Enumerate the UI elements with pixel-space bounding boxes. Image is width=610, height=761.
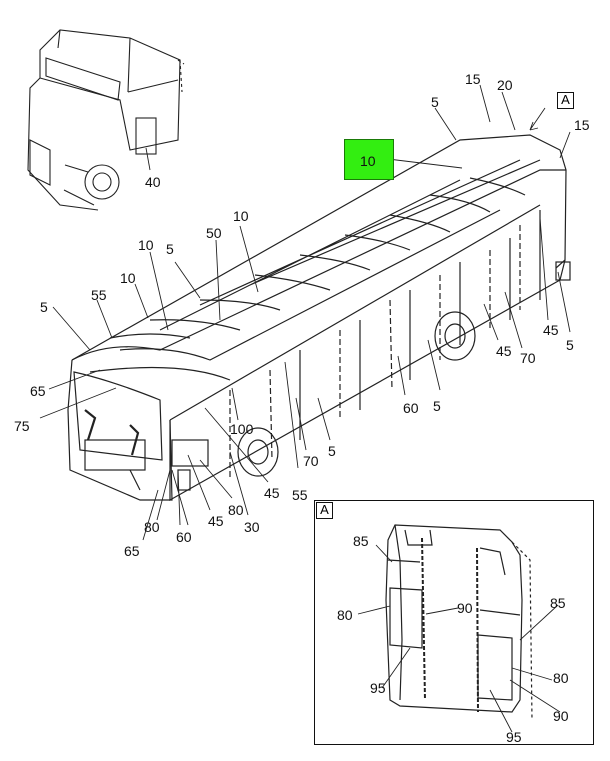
detail-callout: 95 bbox=[370, 680, 386, 696]
detail-callout: 80 bbox=[553, 670, 569, 686]
detail-callout: 85 bbox=[353, 533, 369, 549]
inset-bus-front bbox=[27, 29, 185, 211]
leader-lines-detail bbox=[357, 544, 561, 733]
detail-a-drawing bbox=[385, 524, 533, 721]
callout: 5 bbox=[40, 299, 48, 315]
callout: 75 bbox=[14, 418, 30, 434]
highlighted-callout-10: 10 bbox=[344, 139, 394, 180]
callout: 70 bbox=[303, 453, 319, 469]
callout: 30 bbox=[244, 519, 260, 535]
callout: 60 bbox=[176, 529, 192, 545]
detail-callout: 85 bbox=[550, 595, 566, 611]
callout: 5 bbox=[433, 398, 441, 414]
callout: 70 bbox=[520, 350, 536, 366]
callout: 45 bbox=[543, 322, 559, 338]
callout: 15 bbox=[574, 117, 590, 133]
callout: 10 bbox=[120, 270, 136, 286]
callout: 5 bbox=[328, 443, 336, 459]
detail-callout: 95 bbox=[506, 729, 522, 745]
callout: 60 bbox=[403, 400, 419, 416]
callout: 50 bbox=[206, 225, 222, 241]
callout: 10 bbox=[233, 208, 249, 224]
view-a-tag: A bbox=[557, 92, 574, 109]
callout: 5 bbox=[566, 337, 574, 353]
callout: 15 bbox=[465, 71, 481, 87]
callout: 10 bbox=[138, 237, 154, 253]
callout: 55 bbox=[292, 487, 308, 503]
detail-callout: 90 bbox=[457, 600, 473, 616]
main-bus bbox=[67, 134, 571, 502]
detail-callout: 80 bbox=[337, 607, 353, 623]
detail-a-tag: A bbox=[316, 502, 333, 519]
callout: 45 bbox=[208, 513, 224, 529]
callout: 80 bbox=[144, 519, 160, 535]
callout: 100 bbox=[230, 421, 254, 437]
callout: 5 bbox=[166, 241, 174, 257]
detail-callout: 90 bbox=[553, 708, 569, 724]
callout: 55 bbox=[91, 287, 107, 303]
callout: 5 bbox=[431, 94, 439, 110]
callout: 40 bbox=[145, 174, 161, 190]
detail-view-a bbox=[314, 500, 594, 745]
callout: 80 bbox=[228, 502, 244, 518]
callout: 65 bbox=[124, 543, 140, 559]
callout: 20 bbox=[497, 77, 513, 93]
callout: 65 bbox=[30, 383, 46, 399]
highlight-label: 10 bbox=[360, 153, 376, 169]
callout: 45 bbox=[264, 485, 280, 501]
leader-lines-main bbox=[39, 84, 571, 541]
callout: 45 bbox=[496, 343, 512, 359]
